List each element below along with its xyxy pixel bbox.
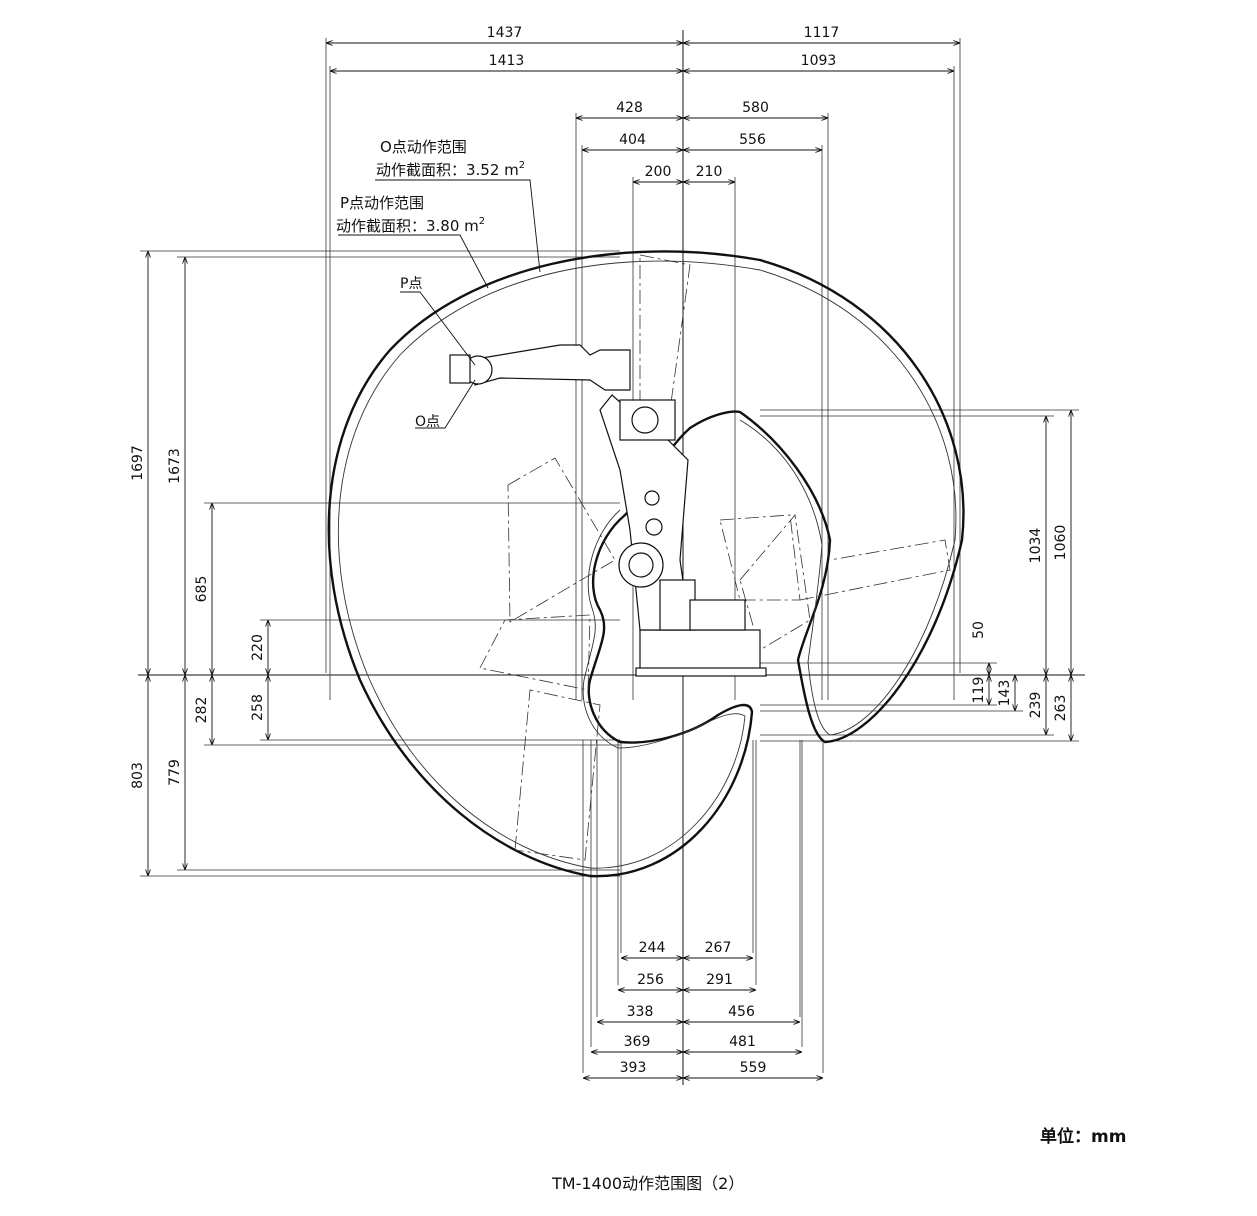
dimension-value: 291 (706, 972, 733, 988)
dimension-value: 779 (167, 759, 183, 786)
dimension-value: 258 (250, 694, 266, 721)
o-range-area: 动作截面积：3.52 m2 (376, 160, 525, 179)
dimension-value: 282 (194, 697, 210, 724)
extension-lines (140, 38, 1079, 1073)
dimension-value: 267 (705, 940, 732, 956)
dimension-value: 220 (250, 634, 266, 661)
dimension-value: 50 (971, 621, 987, 639)
dimension-value: 244 (639, 940, 666, 956)
dimension-value: 393 (620, 1060, 647, 1076)
dimension-value: 1413 (489, 53, 525, 69)
dimension-lines (148, 43, 1071, 1078)
figure-caption: TM-1400动作范围图（2） (552, 1174, 745, 1193)
dimension-value: 263 (1053, 695, 1069, 722)
dimension-value: 803 (130, 762, 146, 789)
p-range-title: P点动作范围 (340, 194, 424, 212)
dimension-value: 456 (728, 1004, 755, 1020)
o-point-label: O点 (415, 414, 440, 430)
dimension-value: 481 (729, 1034, 756, 1050)
dimension-value: 210 (696, 164, 723, 180)
dimension-value: 1034 (1028, 528, 1044, 564)
arm-position-dashlines (479, 254, 951, 861)
unit-label: 单位：mm (1040, 1127, 1127, 1147)
o-range-title: O点动作范围 (380, 138, 467, 156)
dimension-value: 1697 (130, 445, 146, 481)
p-point-label: P点 (400, 276, 422, 292)
dimension-value: 143 (997, 680, 1013, 707)
leader-lines (338, 179, 541, 429)
dimension-value: 580 (742, 100, 769, 116)
dimension-value: 428 (616, 100, 643, 116)
dimension-value: 369 (624, 1034, 651, 1050)
dimension-value: 404 (619, 132, 646, 148)
dimension-value: 1673 (167, 448, 183, 484)
dimension-value: 1437 (487, 25, 523, 41)
dimension-value: 1117 (804, 25, 840, 41)
dimension-value: 559 (740, 1060, 767, 1076)
dimension-value: 256 (637, 972, 664, 988)
dimension-value: 556 (739, 132, 766, 148)
dimension-value: 200 (645, 164, 672, 180)
dimension-value: 685 (194, 576, 210, 603)
p-range-area: 动作截面积：3.80 m2 (336, 216, 485, 235)
dimension-value: 338 (627, 1004, 654, 1020)
dimension-value: 1093 (801, 53, 837, 69)
robot-arm-illustration (449, 344, 767, 677)
p-point-envelope (327, 250, 965, 878)
dimension-value: 1060 (1053, 525, 1069, 561)
dimension-value: 119 (971, 677, 987, 704)
dimension-value: 239 (1028, 692, 1044, 719)
